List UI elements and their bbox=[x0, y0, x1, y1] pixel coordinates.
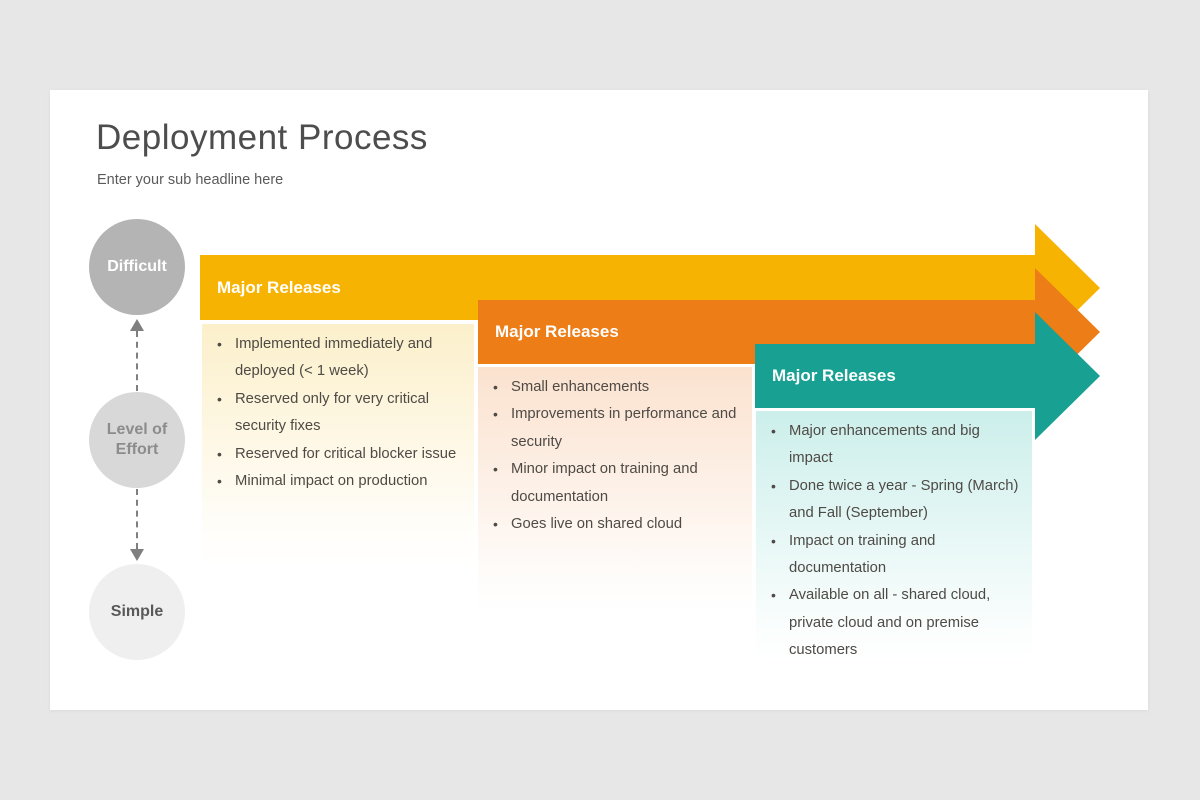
release-band-3-header: Major Releases bbox=[755, 344, 1035, 408]
bullet-item: Impact on training and documentation bbox=[770, 528, 1024, 583]
release-band-1-bullet-list: Implemented immediately and deployed (< … bbox=[202, 324, 474, 496]
release-band-2-title: Major Releases bbox=[495, 322, 619, 341]
bullet-item: Improvements in performance and security bbox=[492, 401, 744, 456]
bullet-item: Small enhancements bbox=[492, 374, 744, 402]
bullet-item: Implemented immediately and deployed (< … bbox=[216, 331, 466, 386]
bullet-item: Done twice a year - Spring (March) and F… bbox=[770, 473, 1024, 528]
bullet-item: Reserved only for very critical security… bbox=[216, 386, 466, 441]
release-band-3-bullet-list: Major enhancements and big impactDone tw… bbox=[756, 411, 1032, 661]
release-band-3-title: Major Releases bbox=[772, 366, 896, 385]
bullet-item: Available on all - shared cloud, private… bbox=[770, 582, 1024, 661]
effort-circle-label: Simple bbox=[110, 603, 164, 620]
dashed-connector-lower bbox=[136, 489, 138, 549]
effort-circle-level-of-effort: Level of Effort bbox=[89, 392, 185, 488]
page-subtitle: Enter your sub headline here bbox=[97, 172, 284, 188]
release-band-3-arrowhead-icon bbox=[1035, 312, 1100, 440]
release-band-1-body: Implemented immediately and deployed (< … bbox=[202, 324, 474, 566]
effort-circle-difficult: Difficult bbox=[89, 219, 185, 315]
release-band-2-bullet-list: Small enhancementsImprovements in perfor… bbox=[478, 367, 752, 539]
bullet-item: Goes live on shared cloud bbox=[492, 511, 744, 539]
effort-circle-label: Level of Effort bbox=[106, 421, 168, 458]
arrow-down-icon bbox=[130, 549, 144, 561]
page-title: Deployment Process bbox=[96, 118, 428, 157]
release-band-1-title: Major Releases bbox=[217, 277, 341, 297]
bullet-item: Minimal impact on production bbox=[216, 468, 466, 496]
bullet-item: Major enhancements and big impact bbox=[770, 418, 1024, 473]
dashed-connector-upper bbox=[136, 331, 138, 391]
release-band-2-body: Small enhancementsImprovements in perfor… bbox=[478, 367, 752, 613]
release-band-3-body: Major enhancements and big impactDone tw… bbox=[756, 411, 1032, 661]
effort-circle-label: Difficult bbox=[107, 258, 167, 275]
bullet-item: Reserved for critical blocker issue bbox=[216, 441, 466, 469]
bullet-item: Minor impact on training and documentati… bbox=[492, 456, 744, 511]
effort-circle-simple: Simple bbox=[89, 564, 185, 660]
arrow-up-icon bbox=[130, 319, 144, 331]
